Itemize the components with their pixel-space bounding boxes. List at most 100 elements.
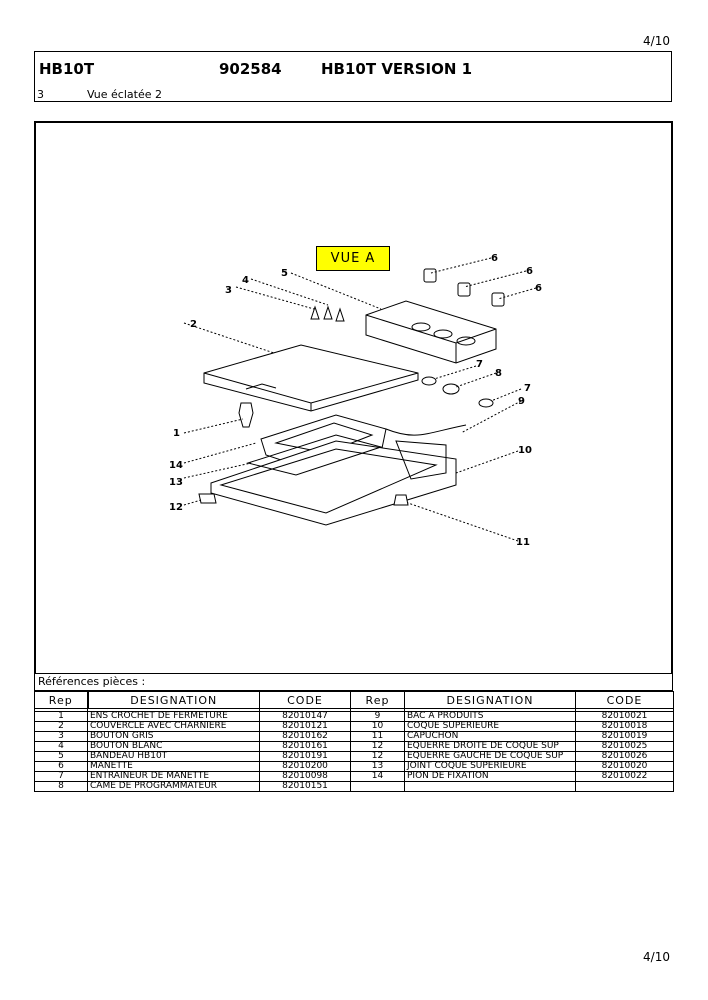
bracket-part bbox=[198, 493, 217, 504]
col-designation-left: DESIGNATION bbox=[86, 691, 260, 709]
rep-cell: 14 bbox=[350, 771, 405, 782]
designation-cell: ENTRAINEUR DE MANETTE bbox=[87, 771, 260, 782]
rep-cell: 12 bbox=[350, 741, 405, 752]
designation-cell: CAPUCHON bbox=[404, 731, 576, 742]
exploded-view-figure: 1 2 3 4 5 6 6 6 7 8 7 9 10 11 12 13 14 V… bbox=[34, 121, 673, 674]
page-number-bottom: 4/10 bbox=[643, 950, 670, 964]
code-cell: 82010191 bbox=[259, 751, 351, 762]
callout-11: 11 bbox=[516, 537, 530, 548]
code-cell: 82010025 bbox=[575, 741, 674, 752]
table-row: 2 COUVERCLE AVEC CHARNIERE 82010121 10 C… bbox=[34, 721, 674, 732]
base-shell-part bbox=[210, 440, 457, 526]
document-header: HB10T 902584 HB10T VERSION 1 3 Vue éclat… bbox=[34, 51, 672, 102]
code-cell: 82010200 bbox=[259, 761, 351, 772]
code-cell bbox=[575, 781, 674, 792]
callout-3: 3 bbox=[225, 285, 232, 296]
rep-cell: 7 bbox=[34, 771, 88, 782]
callout-14: 14 bbox=[169, 460, 183, 471]
code-cell: 82010022 bbox=[575, 771, 674, 782]
table-row: 1 ENS CROCHET DE FERMETURE 82010147 9 BA… bbox=[34, 711, 674, 722]
hook-part bbox=[238, 402, 254, 428]
designation-cell: EQUERRE GAUCHE DE COQUE SUP bbox=[404, 751, 576, 762]
rep-cell: 12 bbox=[350, 751, 405, 762]
rep-cell: 2 bbox=[34, 721, 88, 732]
callout-7b: 7 bbox=[524, 383, 531, 394]
rep-cell: 1 bbox=[34, 711, 88, 722]
callout-5: 5 bbox=[281, 268, 288, 279]
code-cell: 82010147 bbox=[259, 711, 351, 722]
col-rep-left: Rep bbox=[34, 691, 88, 709]
code-cell: 82010019 bbox=[575, 731, 674, 742]
code-cell: 82010021 bbox=[575, 711, 674, 722]
callout-12: 12 bbox=[169, 502, 183, 513]
knob-parts bbox=[423, 268, 505, 307]
table-row: 8 CAME DE PROGRAMMATEUR 82010151 bbox=[34, 781, 674, 792]
rep-cell: 9 bbox=[350, 711, 405, 722]
parts-table-header: Rep DESIGNATION CODE Rep DESIGNATION COD… bbox=[34, 691, 674, 709]
callout-6b: 6 bbox=[526, 266, 533, 277]
rep-cell bbox=[350, 781, 405, 792]
designation-cell: BOUTON BLANC bbox=[87, 741, 260, 752]
section-title: Vue éclatée 2 bbox=[87, 88, 162, 101]
cap-part bbox=[393, 494, 409, 506]
rep-cell: 11 bbox=[350, 731, 405, 742]
exploded-view-drawing: 1 2 3 4 5 6 6 6 7 8 7 9 10 11 12 13 14 bbox=[169, 253, 542, 548]
code-cell: 82010018 bbox=[575, 721, 674, 732]
callout-9: 9 bbox=[518, 396, 525, 407]
table-row: 4 BOUTON BLANC 82010161 12 EQUERRE DROIT… bbox=[34, 741, 674, 752]
designation-cell: PION DE FIXATION bbox=[404, 771, 576, 782]
code-cell: 82010020 bbox=[575, 761, 674, 772]
model-name: HB10T bbox=[39, 60, 95, 78]
product-code: 902584 bbox=[219, 60, 282, 78]
designation-cell: CAME DE PROGRAMMATEUR bbox=[87, 781, 260, 792]
col-rep-right: Rep bbox=[350, 691, 405, 709]
rep-cell: 8 bbox=[34, 781, 88, 792]
designation-cell: EQUERRE DROITE DE COQUE SUP bbox=[404, 741, 576, 752]
code-cell: 82010098 bbox=[259, 771, 351, 782]
references-title: Références pièces : bbox=[34, 674, 673, 691]
rep-cell: 10 bbox=[350, 721, 405, 732]
view-a-label: VUE A bbox=[316, 246, 390, 271]
col-code-right: CODE bbox=[575, 691, 674, 709]
rep-cell: 3 bbox=[34, 731, 88, 742]
code-cell: 82010026 bbox=[575, 751, 674, 762]
designation-cell: COQUE SUPERIEURE bbox=[404, 721, 576, 732]
callout-7a: 7 bbox=[476, 359, 483, 370]
callout-10: 10 bbox=[518, 445, 532, 456]
rep-cell: 6 bbox=[34, 761, 88, 772]
designation-cell bbox=[404, 781, 576, 792]
control-panel-part bbox=[365, 300, 497, 364]
callout-2: 2 bbox=[190, 319, 197, 330]
callout-13: 13 bbox=[169, 477, 183, 488]
designation-cell: MANETTE bbox=[87, 761, 260, 772]
table-row: 5 BANDEAU HB10T 82010191 12 EQUERRE GAUC… bbox=[34, 751, 674, 762]
code-cell: 82010151 bbox=[259, 781, 351, 792]
col-designation-right: DESIGNATION bbox=[404, 691, 576, 709]
callout-1: 1 bbox=[173, 428, 180, 439]
designation-cell: COUVERCLE AVEC CHARNIERE bbox=[87, 721, 260, 732]
callout-8: 8 bbox=[495, 368, 502, 379]
table-row: 7 ENTRAINEUR DE MANETTE 82010098 14 PION… bbox=[34, 771, 674, 782]
designation-cell: BAC A PRODUITS bbox=[404, 711, 576, 722]
lid-part bbox=[203, 344, 419, 412]
table-row: 6 MANETTE 82010200 13 JOINT COQUE SUPERI… bbox=[34, 761, 674, 772]
callout-6c: 6 bbox=[535, 283, 542, 294]
code-cell: 82010162 bbox=[259, 731, 351, 742]
code-cell: 82010161 bbox=[259, 741, 351, 752]
callout-4: 4 bbox=[242, 275, 249, 286]
rep-cell: 13 bbox=[350, 761, 405, 772]
rep-cell: 4 bbox=[34, 741, 88, 752]
designation-cell: JOINT COQUE SUPERIEURE bbox=[404, 761, 576, 772]
designation-cell: BANDEAU HB10T bbox=[87, 751, 260, 762]
page-number-top: 4/10 bbox=[643, 34, 670, 48]
designation-cell: ENS CROCHET DE FERMETURE bbox=[87, 711, 260, 722]
version-label: HB10T VERSION 1 bbox=[321, 60, 473, 78]
callout-6a: 6 bbox=[491, 253, 498, 264]
designation-cell: BOUTON GRIS bbox=[87, 731, 260, 742]
button-parts bbox=[310, 305, 345, 322]
section-number: 3 bbox=[37, 88, 44, 101]
code-cell: 82010121 bbox=[259, 721, 351, 732]
col-code-left: CODE bbox=[259, 691, 351, 709]
table-row: 3 BOUTON GRIS 82010162 11 CAPUCHON 82010… bbox=[34, 731, 674, 742]
rep-cell: 5 bbox=[34, 751, 88, 762]
